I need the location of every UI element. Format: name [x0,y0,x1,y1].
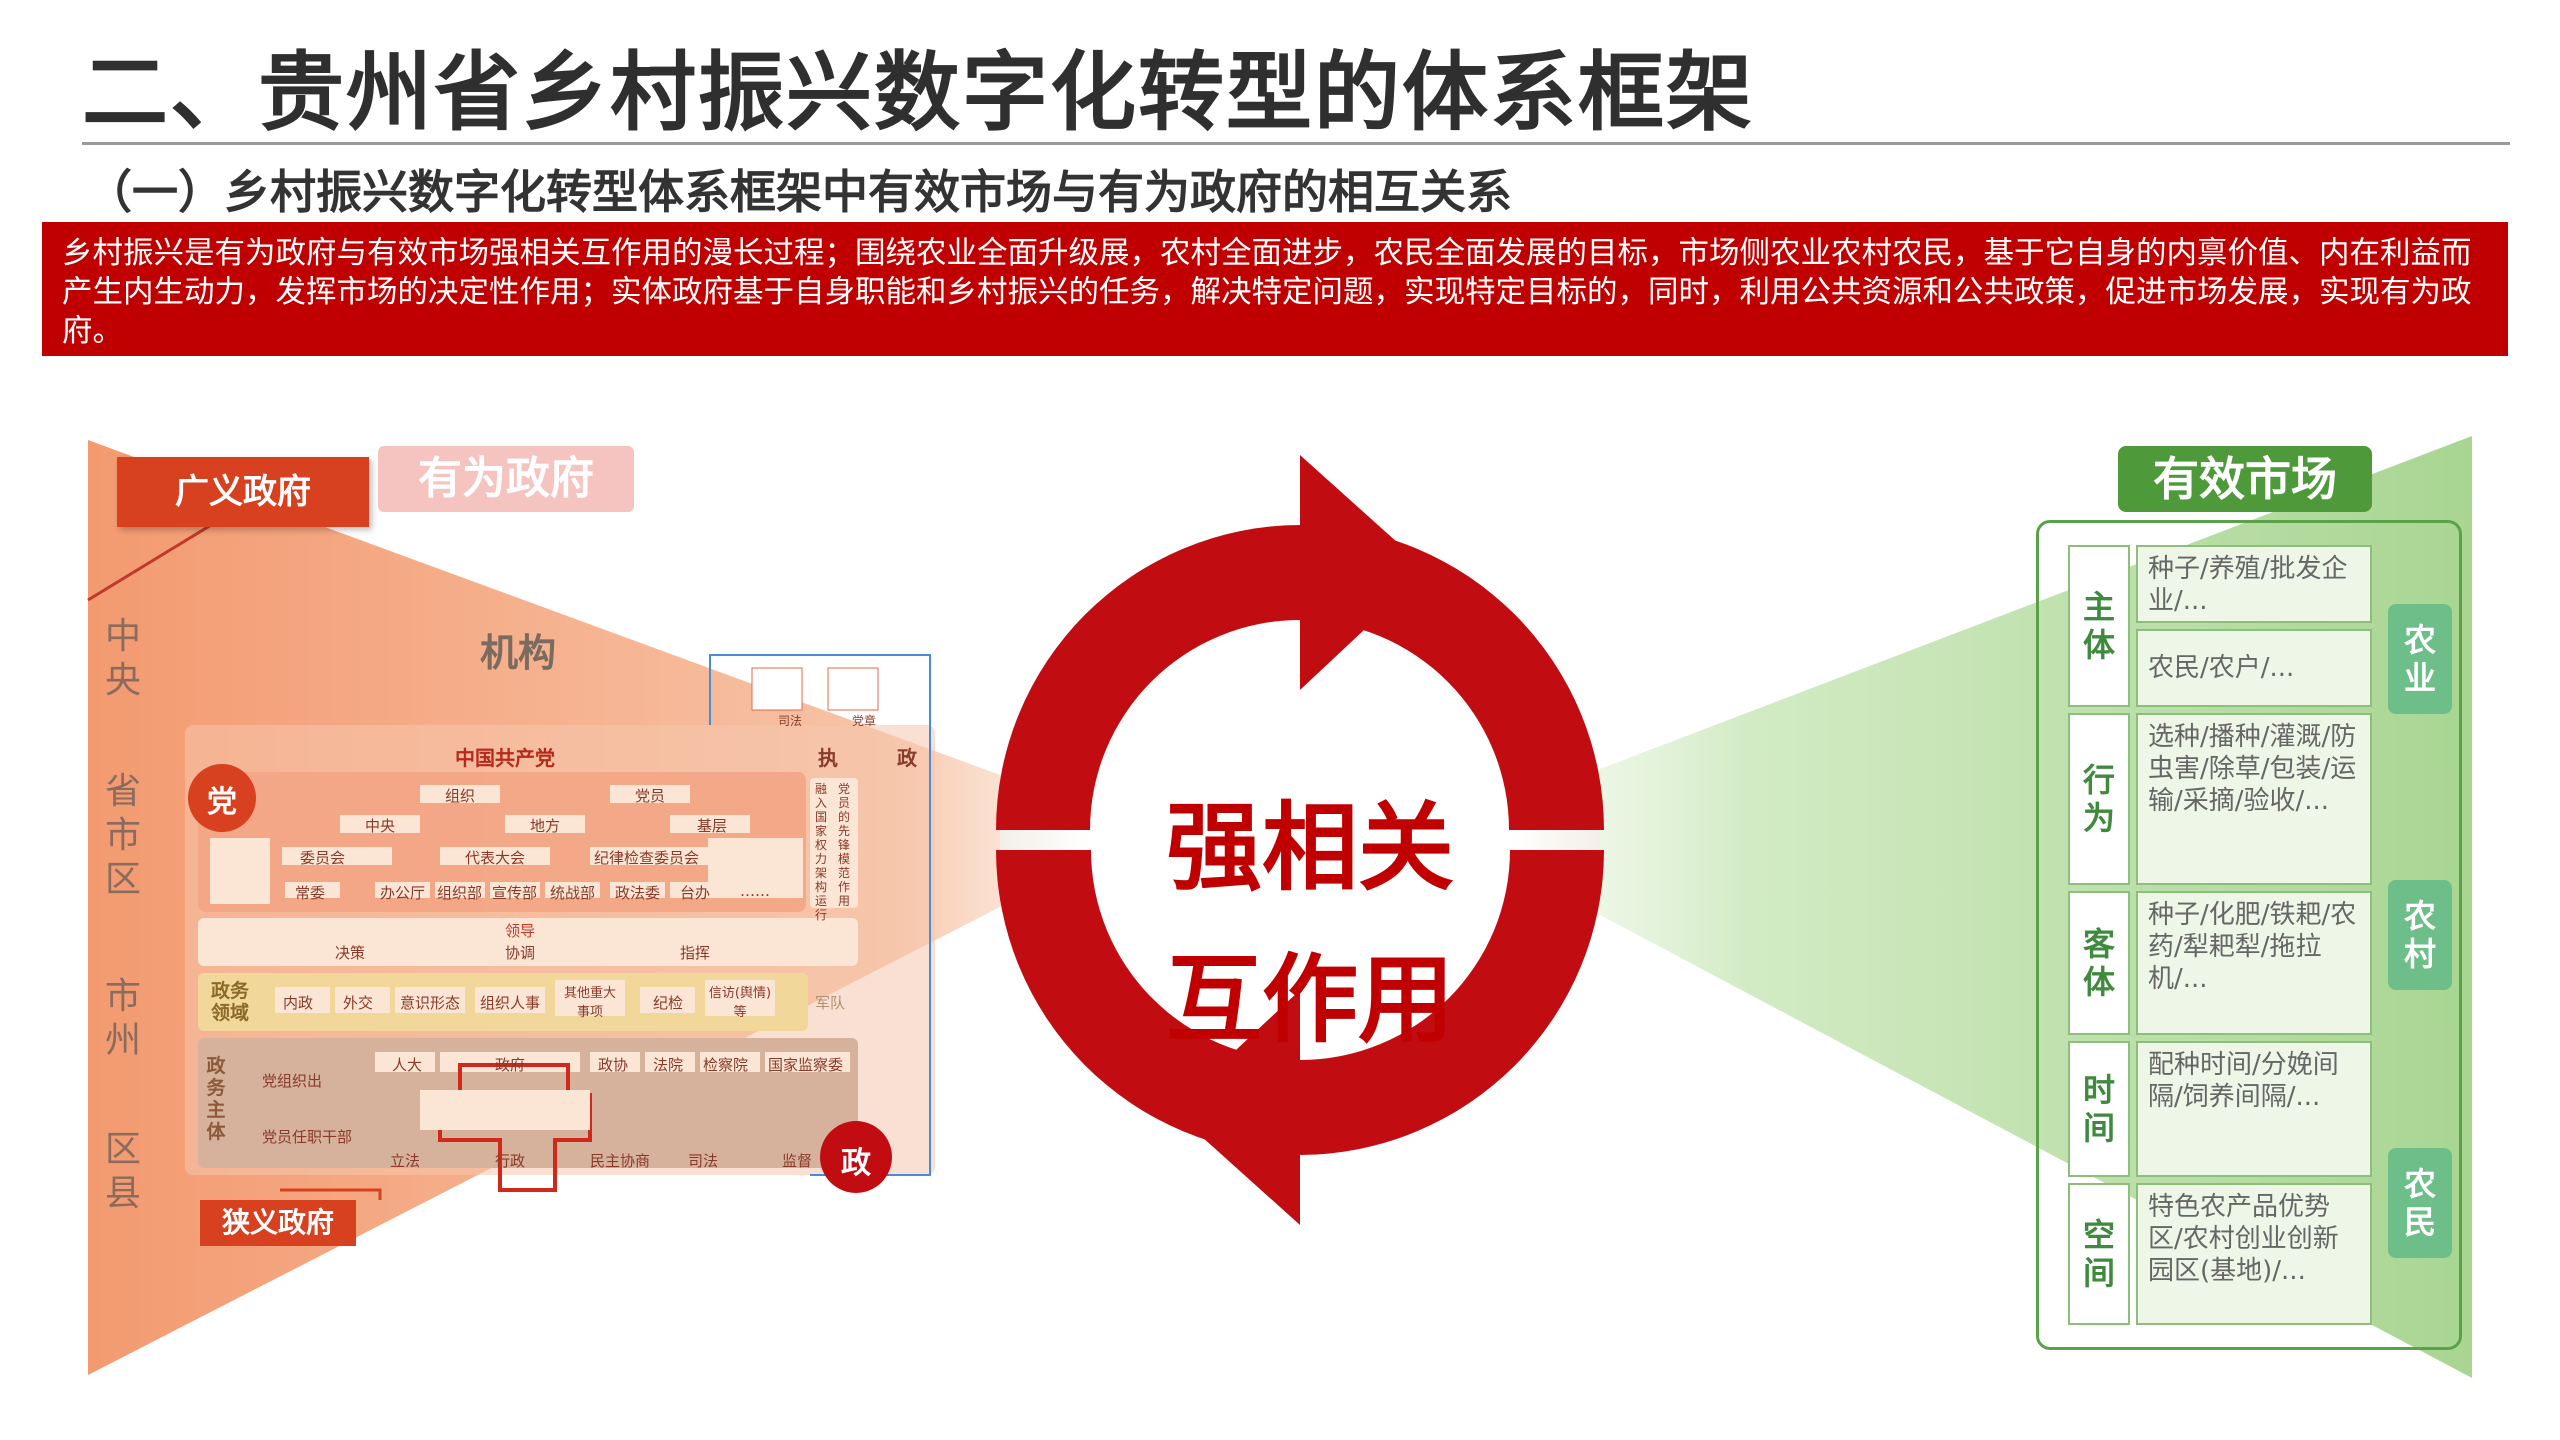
subject-org-5: 检察院 [703,1056,749,1074]
domain-6: 纪检 [653,994,684,1012]
cell-object-1: 种子/化肥/铁耙/农药/犁耙犁/拖拉机/... [2136,891,2372,1035]
cell-behavior-1: 选种/播种/灌溉/防虫害/除草/包装/运输/采摘/验收/... [2136,713,2372,885]
category-subject: 主体 [2068,545,2130,707]
domain-label: 政务领域 [210,980,249,1024]
org-dept-5: 统战部 [550,884,596,902]
broad-government-label: 广义政府 [117,457,369,527]
cycle-arrow-top [996,455,1604,830]
org-dept-4: 宣传部 [492,884,538,902]
badge-rural: 农村 [2388,880,2452,990]
subject-bottom-5: 监督 [782,1152,813,1170]
domain-5: 其他重大事项 [563,986,616,1020]
org-dept-7: 台办 [680,884,711,902]
domain-1: 内政 [283,994,314,1012]
institutions-label: 机构 [480,631,557,675]
party-group-label: 党章 [852,714,877,728]
org-low-1: 委员会 [300,849,346,867]
org-dept-1: 常委 [295,884,326,902]
core-disc [1000,540,1600,1140]
domain-7: 信访(舆情)等 [708,986,772,1020]
summary-banner: 乡村振兴是有为政府与有效市场强相关互作用的漫长过程；围绕农业全面升级展，农村全面… [42,222,2508,356]
org-top-2: 党员 [635,787,666,805]
party-badge-circle [188,764,256,832]
subject-bottom-3: 民主协商 [590,1152,651,1170]
subject-org-6: 国家监察委 [768,1056,844,1074]
category-behavior: 行为 [2068,713,2130,885]
section-subtitle: （一）乡村振兴数字化转型体系框架中有效市场与有为政府的相互关系 [86,165,1512,219]
subject-left-1: 党组织出 [262,1072,323,1090]
lead-mode-3: 指挥 [680,944,711,962]
institutional-org-chart [185,654,935,1200]
market-panel [2036,520,2462,1350]
org-low-2: 代表大会 [465,849,526,867]
category-object: 客体 [2068,891,2130,1035]
lead-mode-1: 决策 [335,944,366,962]
badge-farmers: 农民 [2388,1148,2452,1258]
category-time: 时间 [2068,1041,2130,1177]
org-dept-8: …… [740,882,770,900]
org-top-1: 组织 [445,787,476,805]
side-note-2: 党员的先锋模范作用 [837,782,850,908]
subject-bottom-4: 司法 [688,1152,719,1170]
gov-badge-circle [820,1121,892,1193]
level-county: 区县 [104,1129,141,1214]
cycle-arrow-bottom [996,850,1604,1225]
subject-org-4: 法院 [653,1056,684,1074]
org-mid-3: 基层 [697,817,728,835]
cell-subject-2: 农民/农户/... [2136,629,2372,707]
subject-label: 政务主体 [206,1055,226,1143]
domain-2: 外交 [343,994,374,1012]
effective-market-label: 有效市场 [2118,446,2372,512]
org-dept-2: 办公厅 [380,884,426,902]
page-title: 二、贵州省乡村振兴数字化转型的体系框架 [82,43,1754,143]
party-name: 中国共产党 [455,746,555,770]
domain-3: 意识形态 [400,994,461,1012]
cell-subject-1: 种子/养殖/批发企业/... [2136,545,2372,623]
lead-mode-2: 协调 [505,944,536,962]
badge-agriculture: 农业 [2388,604,2452,714]
level-prefecture: 市州 [104,976,141,1061]
title-divider [82,142,2510,145]
subject-org-1: 人大 [392,1056,423,1074]
party-badge: 党 [207,785,237,820]
subject-org-3: 政协 [598,1056,629,1074]
side-note-1: 融入国家权力架构运行 [814,782,827,922]
active-government-label: 有为政府 [378,446,634,512]
domain-4: 组织人事 [480,994,541,1012]
category-space: 空间 [2068,1183,2130,1325]
subject-org-2: 政府 [495,1056,526,1074]
level-central: 中央 [104,616,141,701]
subject-bottom-2: 行政 [495,1152,526,1170]
exec-label: 执 [818,746,838,770]
core-text-line1: 强相关 [1166,792,1454,904]
judicial-label: 司法 [778,714,803,728]
cell-time-1: 配种时间/分娩间隔/饲养间隔/... [2136,1041,2372,1177]
org-mid-1: 中央 [365,817,396,835]
org-dept-3: 组织部 [437,884,483,902]
org-low-3: 纪律检查委员会 [594,849,700,867]
core-text-line2: 互作用 [1166,944,1454,1056]
narrow-government-label: 狭义政府 [200,1200,356,1246]
cell-space-1: 特色农产品优势区/农村创业创新园区(基地)/... [2136,1183,2372,1325]
org-mid-2: 地方 [530,817,561,835]
admin-label: 政 [897,746,917,770]
gov-badge: 政 [841,1146,871,1181]
subject-left-2: 党员任职干部 [262,1128,353,1146]
org-dept-6: 政法委 [615,884,661,902]
level-province: 省市区 [104,771,141,900]
military-label: 军队 [815,994,846,1012]
leadership-label: 领导 [505,922,536,940]
subject-bottom-1: 立法 [390,1152,421,1170]
